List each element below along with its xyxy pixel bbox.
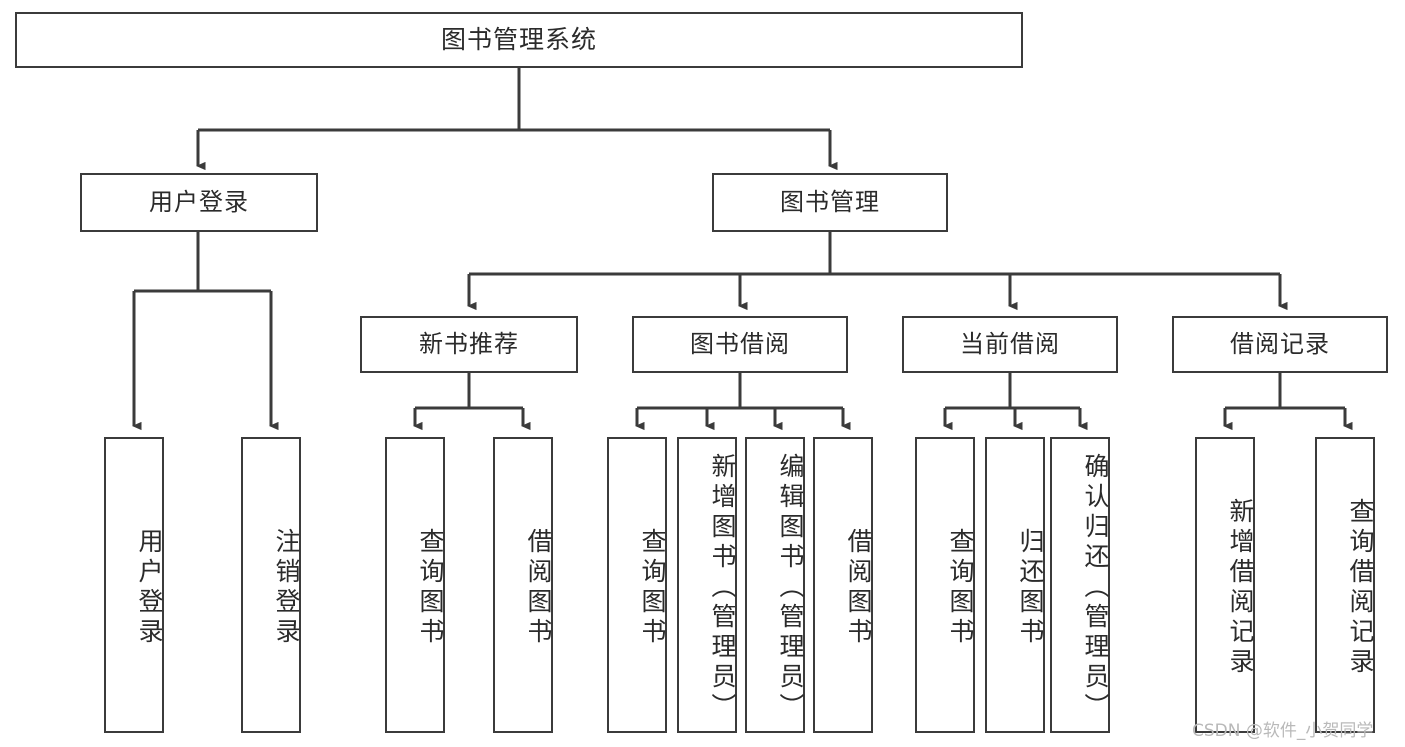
leaf-recommend-query-book[interactable]: 查询图书 xyxy=(385,437,445,733)
leaf-current-confirm-return-admin[interactable]: 确认归还（管理员） xyxy=(1050,437,1110,733)
node-user-login[interactable]: 用户登录 xyxy=(80,173,318,232)
node-book-management[interactable]: 图书管理 xyxy=(712,173,948,232)
leaf-record-add-borrow-record[interactable]: 新增借阅记录 xyxy=(1195,437,1255,733)
leaf-current-return-book[interactable]: 归还图书 xyxy=(985,437,1045,733)
node-root-system[interactable]: 图书管理系统 xyxy=(15,12,1023,68)
node-borrow-record[interactable]: 借阅记录 xyxy=(1172,316,1388,373)
leaf-current-query-book[interactable]: 查询图书 xyxy=(915,437,975,733)
leaf-recommend-borrow-book[interactable]: 借阅图书 xyxy=(493,437,553,733)
leaf-borrow-edit-book-admin[interactable]: 编辑图书（管理员） xyxy=(745,437,805,733)
node-book-borrow[interactable]: 图书借阅 xyxy=(632,316,848,373)
leaf-record-query-borrow-record[interactable]: 查询借阅记录 xyxy=(1315,437,1375,733)
node-current-borrow[interactable]: 当前借阅 xyxy=(902,316,1118,373)
leaf-borrow-add-book-admin[interactable]: 新增图书（管理员） xyxy=(677,437,737,733)
leaf-borrow-borrow-book[interactable]: 借阅图书 xyxy=(813,437,873,733)
leaf-user-login[interactable]: 用户登录 xyxy=(104,437,164,733)
node-new-book-recommend[interactable]: 新书推荐 xyxy=(360,316,578,373)
leaf-borrow-query-book[interactable]: 查询图书 xyxy=(607,437,667,733)
leaf-user-logout[interactable]: 注销登录 xyxy=(241,437,301,733)
csdn-watermark: CSDN @软件_小贺同学 xyxy=(1192,721,1374,741)
